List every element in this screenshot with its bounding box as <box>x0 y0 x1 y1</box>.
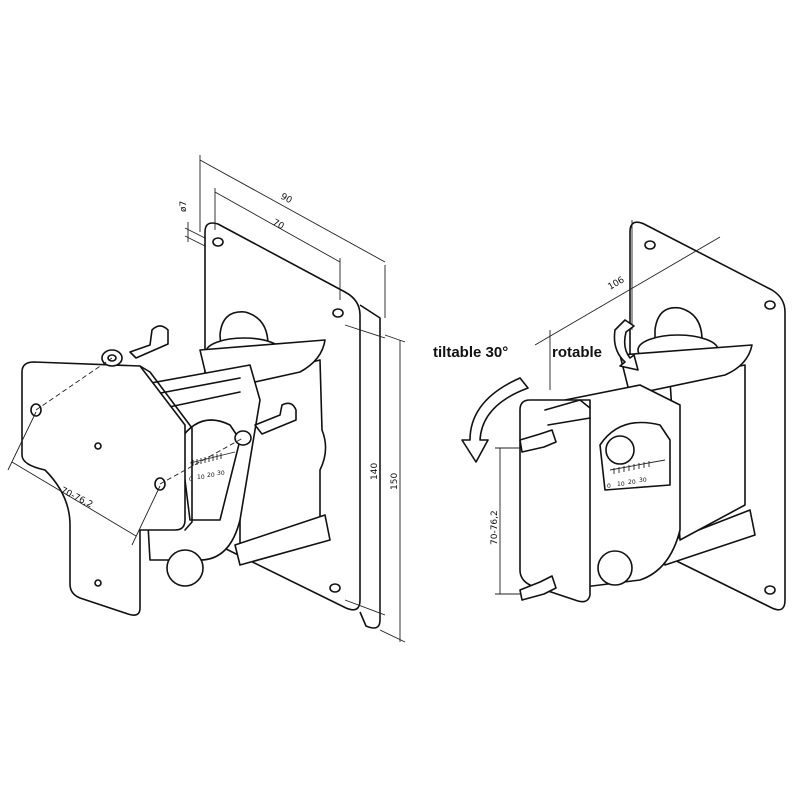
right-speaker-side <box>519 399 591 603</box>
left-mount: 0 10 20 30 90 70 ø7 140 150 70-76,2 <box>7 155 406 643</box>
screw-icon <box>129 325 169 359</box>
left-lower-arm <box>234 514 331 566</box>
speaker-plate-hole <box>154 477 166 491</box>
speaker-plate-hole <box>94 442 102 450</box>
tilt-arrow-icon <box>461 377 529 463</box>
speaker-plate-hole <box>94 579 102 587</box>
left-lock-knob <box>166 549 204 587</box>
plate-hole <box>644 240 656 250</box>
rotate-label: rotable <box>552 344 602 361</box>
dim-plate-height: 150 <box>390 473 400 490</box>
tilt-scale-label: 10 <box>617 481 625 488</box>
tilt-scale-label: 20 <box>207 472 215 479</box>
right-mount: 0 10 20 30 70-76,2 106 tiltable 30° rota… <box>433 220 786 611</box>
stud-icon <box>519 575 557 601</box>
left-tilt-scale-plate <box>179 419 241 521</box>
tilt-scale-label: 0 <box>189 476 193 483</box>
dim-depth: 106 <box>607 275 627 292</box>
dim-speaker-hole-spacing: 70-76,2 <box>490 510 500 545</box>
tilt-scale-label: 10 <box>197 474 205 481</box>
plate-hole <box>332 308 344 318</box>
tilt-scale-label: 0 <box>607 483 611 490</box>
tilt-scale-label: 30 <box>217 470 225 477</box>
right-upper-arm <box>619 344 753 396</box>
speaker-plate-hole <box>30 403 42 417</box>
plate-hole <box>764 585 776 595</box>
dim-hole-spacing-h: 70 <box>271 218 286 232</box>
dim-plate-width: 90 <box>279 192 294 206</box>
plate-hole <box>329 583 341 593</box>
tilt-label: tiltable 30° <box>433 344 508 361</box>
stud-icon <box>519 429 557 453</box>
washer-icon <box>234 430 252 446</box>
tilt-scale-label: 20 <box>628 479 636 486</box>
right-lock-knob <box>597 550 633 586</box>
plate-hole <box>212 237 224 247</box>
tilt-scale-label: 30 <box>639 477 647 484</box>
screw-icon <box>254 402 297 435</box>
left-wall-plate-edge <box>359 304 381 629</box>
dim-hole-spacing-v: 140 <box>370 463 380 480</box>
rotate-arrow-icon <box>613 319 639 371</box>
left-speaker-plate <box>21 361 186 616</box>
plate-hole <box>764 300 776 310</box>
dim-hole-diameter: ø7 <box>179 201 189 212</box>
right-tilt-scale-plate <box>599 421 671 491</box>
